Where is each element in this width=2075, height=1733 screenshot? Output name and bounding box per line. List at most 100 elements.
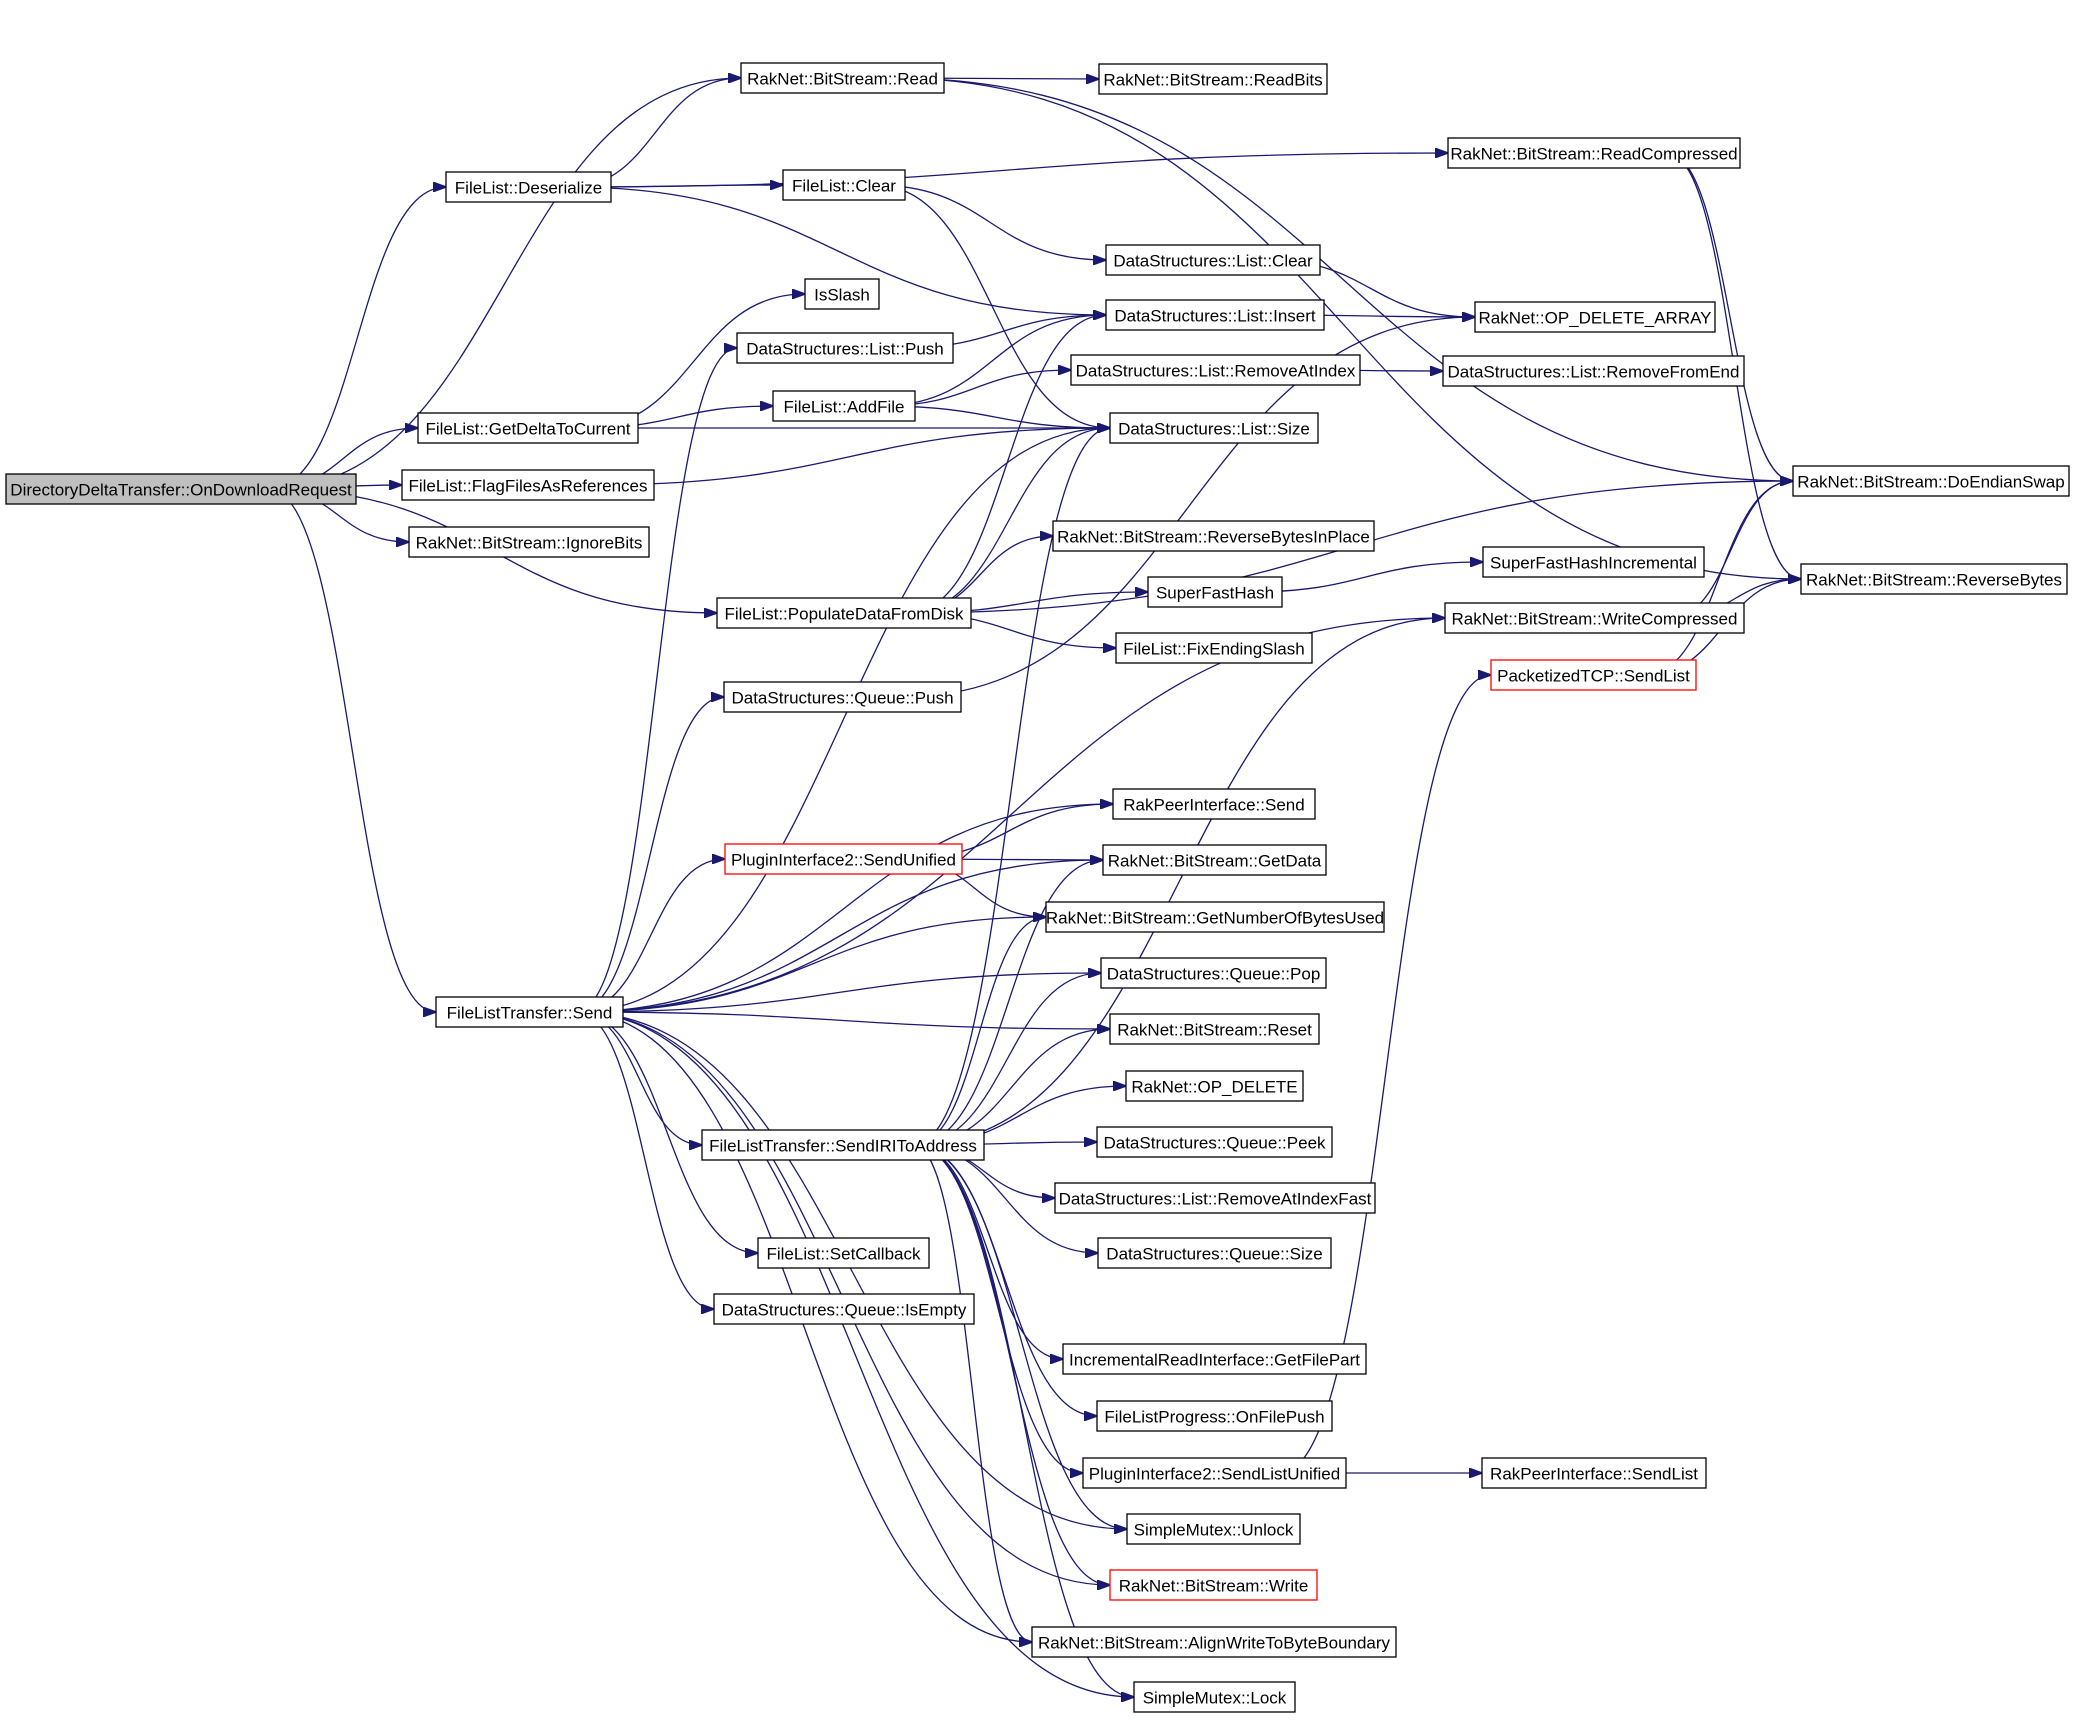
node-box[interactable] [1792,465,2070,497]
node-ds-queue-peek[interactable]: DataStructures::Queue::Peek [1096,1126,1333,1158]
node-op-delete[interactable]: RakNet::OP_DELETE [1125,1070,1304,1102]
node-pi2-sendunified[interactable]: PluginInterface2::SendUnified [724,843,963,875]
node-box[interactable] [1105,299,1325,331]
node-flp-onfilepush[interactable]: FileListProgress::OnFilePush [1096,1400,1333,1432]
node-ds-list-removeatindex[interactable]: DataStructures::List::RemoveAtIndex [1070,354,1361,386]
node-box[interactable] [1147,576,1283,608]
node-box[interactable] [701,1129,985,1161]
node-box[interactable] [1109,1569,1318,1601]
node-box[interactable] [1097,1237,1332,1269]
node-ds-list-insert[interactable]: DataStructures::List::Insert [1105,299,1325,331]
node-ds-queue-size[interactable]: DataStructures::Queue::Size [1097,1237,1332,1269]
node-sm-lock[interactable]: SimpleMutex::Lock [1133,1681,1296,1713]
node-box[interactable] [1115,632,1313,664]
node-box[interactable] [408,526,650,558]
node-bs-reset[interactable]: RakNet::BitStream::Reset [1109,1013,1320,1045]
node-fl-populate[interactable]: FileList::PopulateDataFromDisk [716,597,972,629]
node-flt-send[interactable]: FileListTransfer::Send [435,996,624,1028]
node-box[interactable] [1126,1513,1301,1545]
node-box[interactable] [1447,137,1741,169]
node-ds-list-size[interactable]: DataStructures::List::Size [1109,412,1319,444]
node-bs-doendianswap[interactable]: RakNet::BitStream::DoEndianSwap [1792,465,2070,497]
node-bs-writecompressed[interactable]: RakNet::BitStream::WriteCompressed [1444,602,1745,634]
node-box[interactable] [1100,957,1327,989]
node-ds-list-clear[interactable]: DataStructures::List::Clear [1105,244,1321,276]
node-box[interactable] [1096,1126,1333,1158]
node-box[interactable] [1109,412,1319,444]
node-ds-list-push[interactable]: DataStructures::List::Push [736,332,954,364]
node-box[interactable] [435,996,624,1028]
node-box[interactable] [1082,1457,1347,1489]
node-box[interactable] [1105,244,1321,276]
node-fl-fixendingslash[interactable]: FileList::FixEndingSlash [1115,632,1313,664]
node-bs-getdata[interactable]: RakNet::BitStream::GetData [1102,844,1327,876]
node-box[interactable] [401,469,655,501]
node-box[interactable] [713,1293,975,1325]
node-bs-alignwrite[interactable]: RakNet::BitStream::AlignWriteToByteBound… [1031,1626,1397,1658]
node-box[interactable] [804,278,880,310]
node-box[interactable] [723,681,962,713]
node-box[interactable] [1054,1182,1376,1214]
node-box[interactable] [1482,546,1705,578]
node-bs-reversebytesinplace[interactable]: RakNet::BitStream::ReverseBytesInPlace [1052,520,1375,552]
node-box[interactable] [736,332,954,364]
node-box[interactable] [417,412,639,444]
node-box[interactable] [772,390,916,422]
node-box[interactable] [1442,355,1745,387]
node-fl-setcallback[interactable]: FileList::SetCallback [757,1237,930,1269]
node-box[interactable] [1098,63,1328,95]
node-box[interactable] [1031,1626,1397,1658]
node-bs-readbits[interactable]: RakNet::BitStream::ReadBits [1098,63,1328,95]
node-bs-readcompressed[interactable]: RakNet::BitStream::ReadCompressed [1447,137,1741,169]
node-ds-list-removefromend[interactable]: DataStructures::List::RemoveFromEnd [1442,355,1745,387]
node-box[interactable] [1070,354,1361,386]
node-box[interactable] [1062,1343,1367,1375]
node-box[interactable] [1125,1070,1304,1102]
node-ds-queue-push[interactable]: DataStructures::Queue::Push [723,681,962,713]
node-box[interactable] [1444,602,1745,634]
node-pi2-sendlistunified[interactable]: PluginInterface2::SendListUnified [1082,1457,1347,1489]
node-box[interactable] [1133,1681,1296,1713]
node-rpi-sendlist[interactable]: RakPeerInterface::SendList [1481,1457,1707,1489]
node-bs-read[interactable]: RakNet::BitStream::Read [740,62,945,94]
node-box[interactable] [1096,1400,1333,1432]
node-superfasthashinc[interactable]: SuperFastHashIncremental [1482,546,1705,578]
node-box[interactable] [782,169,906,201]
node-box[interactable] [1112,788,1316,820]
node-bs-write[interactable]: RakNet::BitStream::Write [1109,1569,1318,1601]
node-op-delete-array[interactable]: RakNet::OP_DELETE_ARRAY [1474,301,1716,333]
node-ds-queue-isempty[interactable]: DataStructures::Queue::IsEmpty [713,1293,975,1325]
node-ptcp-sendlist[interactable]: PacketizedTCP::SendList [1490,659,1697,691]
node-sm-unlock[interactable]: SimpleMutex::Unlock [1126,1513,1301,1545]
node-rpi-send[interactable]: RakPeerInterface::Send [1112,788,1316,820]
node-box[interactable] [1109,1013,1320,1045]
node-box[interactable] [716,597,972,629]
node-bs-reversebytes[interactable]: RakNet::BitStream::ReverseBytes [1800,563,2068,595]
node-fl-addfile[interactable]: FileList::AddFile [772,390,916,422]
node-bs-getnumbytes[interactable]: RakNet::BitStream::GetNumberOfBytesUsed [1045,901,1385,933]
node-box[interactable] [445,171,612,203]
node-box[interactable] [1045,901,1385,933]
node-ds-queue-pop[interactable]: DataStructures::Queue::Pop [1100,957,1327,989]
node-fl-deserialize[interactable]: FileList::Deserialize [445,171,612,203]
node-iri-getfilepart[interactable]: IncrementalReadInterface::GetFilePart [1062,1343,1367,1375]
node-fl-clear[interactable]: FileList::Clear [782,169,906,201]
node-superfasthash[interactable]: SuperFastHash [1147,576,1283,608]
node-fl-getdelta[interactable]: FileList::GetDeltaToCurrent [417,412,639,444]
node-fl-flagfiles[interactable]: FileList::FlagFilesAsReferences [401,469,655,501]
node-box[interactable] [1474,301,1716,333]
node-box[interactable] [1052,520,1375,552]
node-box[interactable] [5,473,357,505]
node-ds-list-removeatindexfast[interactable]: DataStructures::List::RemoveAtIndexFast [1054,1182,1376,1214]
node-root[interactable]: DirectoryDeltaTransfer::OnDownloadReques… [5,473,357,505]
node-box[interactable] [724,843,963,875]
node-flt-sendirl[interactable]: FileListTransfer::SendIRIToAddress [701,1129,985,1161]
node-bs-ignorebits[interactable]: RakNet::BitStream::IgnoreBits [408,526,650,558]
node-isslash[interactable]: IsSlash [804,278,880,310]
node-box[interactable] [1800,563,2068,595]
node-box[interactable] [740,62,945,94]
node-box[interactable] [1102,844,1327,876]
node-box[interactable] [1490,659,1697,691]
node-box[interactable] [1481,1457,1707,1489]
node-box[interactable] [757,1237,930,1269]
